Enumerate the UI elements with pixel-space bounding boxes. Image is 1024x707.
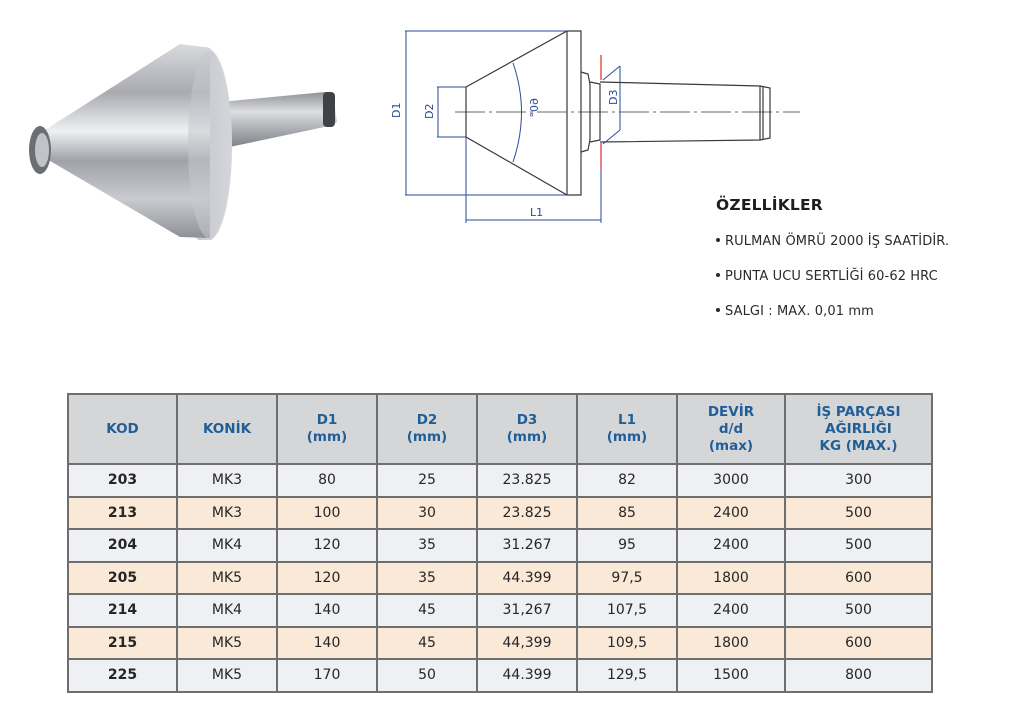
cell-konik: MK5	[176, 625, 278, 660]
header-konik: KONİK	[176, 393, 278, 465]
cell-d3: 44.399	[476, 658, 578, 693]
cell-konik: MK4	[176, 528, 278, 563]
cell-weight: 800	[784, 658, 933, 693]
cell-l1: 95	[576, 528, 678, 563]
cell-d1: 140	[276, 593, 378, 628]
cell-d3: 23.825	[476, 463, 578, 498]
cell-d2: 45	[376, 625, 478, 660]
bullet-icon	[716, 237, 720, 242]
cell-weight: 600	[784, 625, 933, 660]
feature-item: RULMAN ÖMRÜ 2000 İŞ SAATİDİR.	[716, 234, 1016, 249]
cell-d3: 31.267	[476, 528, 578, 563]
cell-d1: 120	[276, 528, 378, 563]
cell-d1: 80	[276, 463, 378, 498]
feature-item: SALGI : MAX. 0,01 mm	[716, 304, 1016, 319]
header-kod: KOD	[67, 393, 178, 465]
cell-l1: 107,5	[576, 593, 678, 628]
cell-l1: 129,5	[576, 658, 678, 693]
cell-kod: 215	[67, 625, 178, 660]
features-title: ÖZELLİKLER	[716, 196, 823, 214]
cell-d1: 170	[276, 658, 378, 693]
cell-devir: 2400	[676, 495, 786, 530]
cell-l1: 85	[576, 495, 678, 530]
cell-konik: MK5	[176, 560, 278, 595]
cell-d2: 50	[376, 658, 478, 693]
technical-drawing: D1 D2 D3 L1 60°	[390, 30, 800, 223]
cell-d3: 44.399	[476, 560, 578, 595]
cell-kod: 225	[67, 658, 178, 693]
product-photo	[29, 44, 337, 240]
feature-item: PUNTA UCU SERTLİĞİ 60-62 HRC	[716, 269, 1016, 284]
cell-d3: 23.825	[476, 495, 578, 530]
header-d3: D3(mm)	[476, 393, 578, 465]
cell-d2: 25	[376, 463, 478, 498]
cell-devir: 1800	[676, 560, 786, 595]
cell-l1: 109,5	[576, 625, 678, 660]
cell-konik: MK3	[176, 495, 278, 530]
d1-label: D1	[390, 103, 403, 118]
bullet-icon	[716, 272, 720, 277]
header-d2: D2(mm)	[376, 393, 478, 465]
cell-d2: 35	[376, 528, 478, 563]
cell-d1: 100	[276, 495, 378, 530]
cell-devir: 1800	[676, 625, 786, 660]
cell-weight: 600	[784, 560, 933, 595]
cell-l1: 97,5	[576, 560, 678, 595]
cell-weight: 300	[784, 463, 933, 498]
cell-kod: 205	[67, 560, 178, 595]
cell-devir: 2400	[676, 528, 786, 563]
cell-kod: 204	[67, 528, 178, 563]
cell-d3: 31,267	[476, 593, 578, 628]
cell-d2: 35	[376, 560, 478, 595]
cell-kod: 213	[67, 495, 178, 530]
d3-label: D3	[607, 90, 620, 105]
cell-kod: 214	[67, 593, 178, 628]
cell-d1: 140	[276, 625, 378, 660]
cell-devir: 3000	[676, 463, 786, 498]
cell-konik: MK3	[176, 463, 278, 498]
cell-d2: 30	[376, 495, 478, 530]
cell-d3: 44,399	[476, 625, 578, 660]
d2-label: D2	[423, 104, 436, 119]
table-header-row: KOD KONİK D1(mm) D2(mm) D3(mm) L1(mm) DE…	[67, 393, 933, 465]
cell-devir: 1500	[676, 658, 786, 693]
cell-l1: 82	[576, 463, 678, 498]
cell-d2: 45	[376, 593, 478, 628]
spec-table: KOD KONİK D1(mm) D2(mm) D3(mm) L1(mm) DE…	[67, 393, 933, 693]
features-list: RULMAN ÖMRÜ 2000 İŞ SAATİDİR. PUNTA UCU …	[716, 234, 1016, 319]
features-section: ÖZELLİKLER RULMAN ÖMRÜ 2000 İŞ SAATİDİR.…	[716, 196, 1016, 319]
cell-konik: MK5	[176, 658, 278, 693]
cell-devir: 2400	[676, 593, 786, 628]
cell-weight: 500	[784, 593, 933, 628]
l1-label: L1	[530, 206, 543, 219]
cell-d1: 120	[276, 560, 378, 595]
angle-label: 60°	[528, 98, 541, 118]
cell-konik: MK4	[176, 593, 278, 628]
header-d1: D1(mm)	[276, 393, 378, 465]
bullet-icon	[716, 307, 720, 312]
header-l1: L1(mm)	[576, 393, 678, 465]
cell-weight: 500	[784, 528, 933, 563]
cell-weight: 500	[784, 495, 933, 530]
cell-kod: 203	[67, 463, 178, 498]
